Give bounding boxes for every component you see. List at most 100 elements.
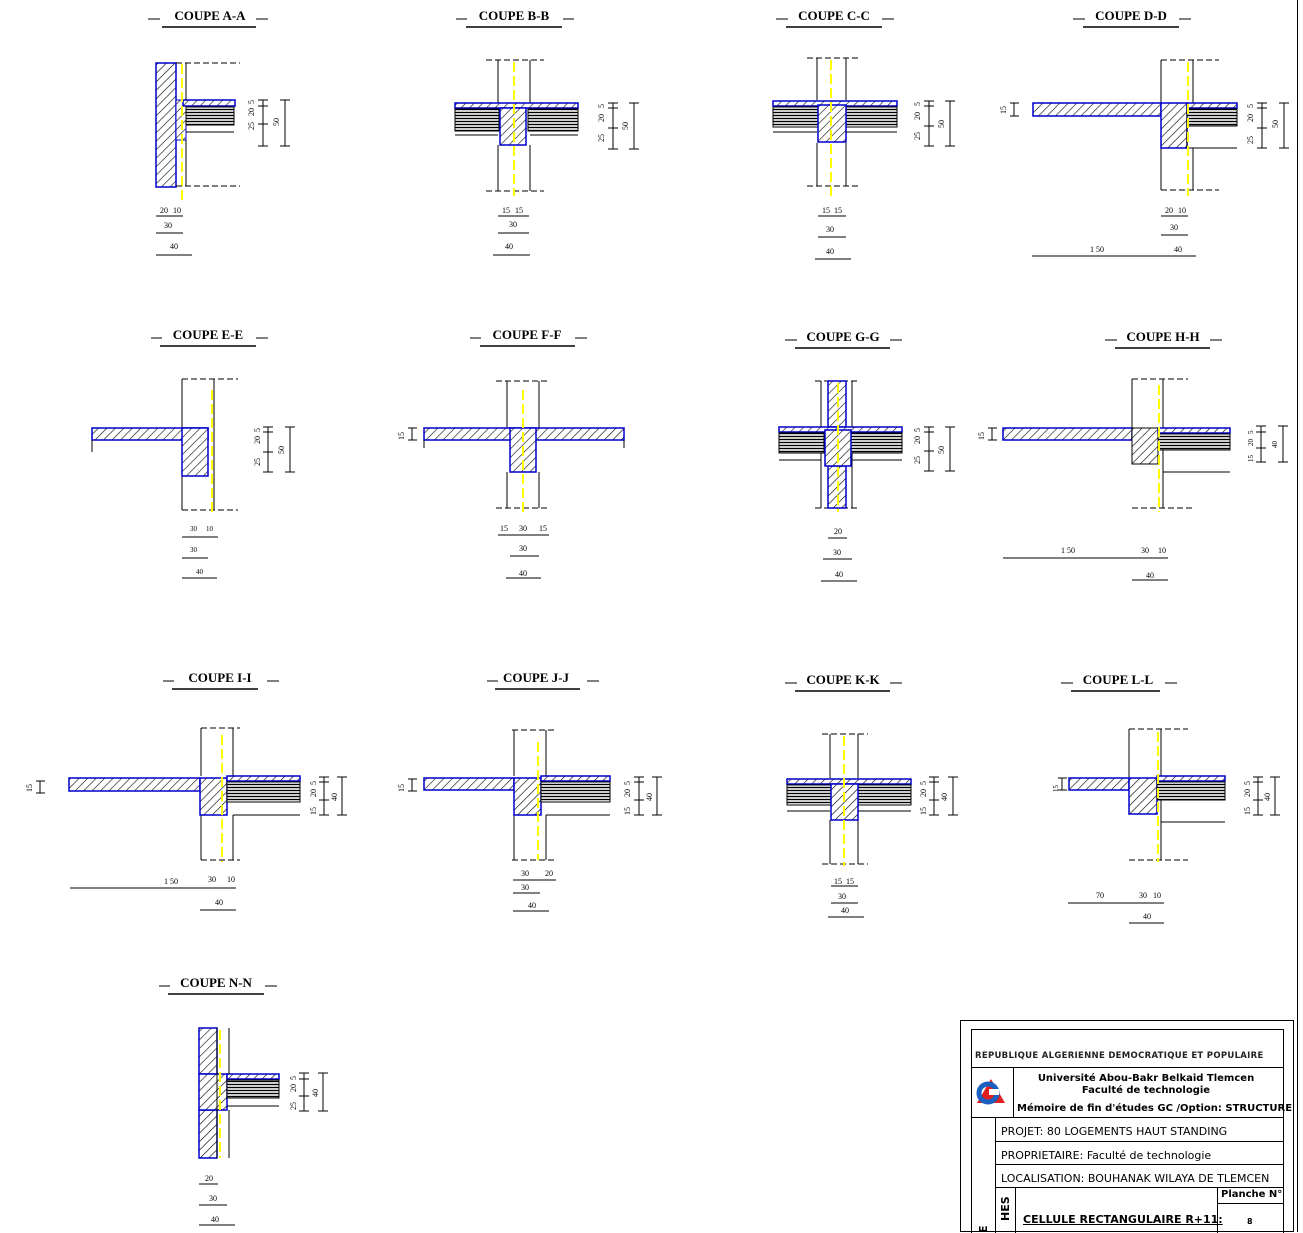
svg-text:40: 40 — [215, 898, 223, 907]
svg-text:20: 20 — [289, 1084, 298, 1092]
svg-text:15: 15 — [822, 206, 830, 215]
svg-text:20: 20 — [919, 789, 928, 797]
svg-text:10: 10 — [1178, 206, 1186, 215]
svg-text:1 50: 1 50 — [1061, 546, 1075, 555]
section-title: COUPE F-F — [493, 327, 562, 342]
svg-text:5: 5 — [1243, 781, 1252, 785]
owner-label: PROPRIETAIRE: Faculté de technologie — [1001, 1149, 1212, 1162]
svg-text:20: 20 — [1247, 439, 1255, 447]
svg-text:5: 5 — [919, 781, 928, 785]
svg-text:30: 30 — [209, 1194, 217, 1203]
sheet-border — [1297, 0, 1298, 1232]
svg-text:5: 5 — [913, 428, 922, 432]
drawing-title: CELLULE RECTANGULAIRE R+11: — [1023, 1213, 1223, 1226]
section-title: COUPE C-C — [798, 8, 870, 23]
svg-text:15: 15 — [919, 807, 928, 815]
section-title: COUPE G-G — [806, 329, 879, 344]
svg-text:20: 20 — [545, 869, 553, 878]
section-l-l: COUPE L-L 15 15 20 5 40 70 30 10 40 — [1052, 672, 1280, 924]
svg-text:5: 5 — [247, 100, 256, 104]
section-title: COUPE A-A — [174, 8, 246, 23]
svg-text:15: 15 — [1052, 785, 1060, 793]
svg-text:25: 25 — [597, 134, 606, 142]
svg-text:15: 15 — [515, 206, 523, 215]
svg-text:40: 40 — [528, 901, 536, 910]
svg-text:40: 40 — [1271, 441, 1279, 449]
svg-text:20: 20 — [205, 1174, 213, 1183]
svg-text:30: 30 — [833, 548, 841, 557]
svg-text:30: 30 — [1141, 546, 1149, 555]
svg-text:40: 40 — [211, 1215, 219, 1224]
svg-text:20: 20 — [247, 108, 256, 116]
svg-text:15: 15 — [1243, 807, 1252, 815]
svg-text:20: 20 — [1246, 114, 1255, 122]
svg-text:30: 30 — [521, 869, 529, 878]
memoir-label: Mémoire de fin d'études GC /Option: STRU… — [1017, 1103, 1293, 1114]
svg-text:15: 15 — [397, 784, 406, 792]
svg-text:1 50: 1 50 — [164, 877, 178, 886]
svg-text:20: 20 — [253, 436, 262, 444]
svg-text:5: 5 — [289, 1076, 298, 1080]
svg-text:40: 40 — [505, 242, 513, 251]
section-title: COUPE B-B — [479, 8, 550, 23]
svg-text:40: 40 — [1143, 912, 1151, 921]
svg-text:15: 15 — [999, 106, 1008, 114]
svg-text:30: 30 — [190, 546, 198, 554]
section-b-b: COUPE B-B 25 20 5 50 15 15 30 40 — [454, 8, 639, 256]
section-title: COUPE I-I — [188, 670, 251, 685]
svg-text:40: 40 — [826, 247, 834, 256]
svg-text:40: 40 — [311, 1089, 320, 1097]
svg-text:5: 5 — [1247, 430, 1255, 434]
svg-text:40: 40 — [1146, 571, 1154, 580]
section-a-a: COUPE A-A 25 20 5 50 20 10 30 40 — [148, 8, 290, 256]
svg-text:40: 40 — [519, 569, 527, 578]
svg-text:30: 30 — [190, 525, 198, 533]
section-f-f: COUPE F-F 15 15 30 15 30 40 — [397, 327, 625, 579]
svg-text:15: 15 — [502, 206, 510, 215]
svg-text:5: 5 — [913, 102, 922, 106]
svg-text:20: 20 — [913, 112, 922, 120]
svg-text:30: 30 — [1170, 223, 1178, 232]
svg-text:40: 40 — [170, 242, 178, 251]
svg-text:40: 40 — [196, 568, 204, 576]
svg-text:15: 15 — [977, 432, 986, 440]
svg-text:15: 15 — [846, 877, 854, 886]
svg-text:40: 40 — [940, 793, 949, 801]
svg-text:20: 20 — [160, 206, 168, 215]
university-name: Université Abou-Bakr Belkaid Tlemcen — [1037, 1073, 1255, 1084]
svg-text:30: 30 — [838, 892, 846, 901]
svg-text:40: 40 — [330, 793, 339, 801]
svg-text:70: 70 — [1096, 891, 1104, 900]
svg-text:50: 50 — [277, 446, 286, 454]
plan-number-label: Planche N° — [1221, 1189, 1283, 1200]
side-label-1: HES — [999, 1196, 1012, 1221]
svg-text:20: 20 — [1165, 206, 1173, 215]
section-i-i: COUPE I-I 15 15 20 5 40 1 50 30 10 40 — [25, 670, 347, 911]
svg-text:5: 5 — [1246, 104, 1255, 108]
svg-text:15: 15 — [834, 877, 842, 886]
svg-text:25: 25 — [253, 458, 262, 466]
section-h-h: COUPE H-H 15 15 20 5 40 1 50 30 10 40 — [977, 329, 1288, 581]
section-title: COUPE H-H — [1126, 329, 1199, 344]
svg-text:25: 25 — [913, 132, 922, 140]
republic-label: REPUBLIQUE ALGERIENNE DEMOCRATIQUE ET PO… — [975, 1051, 1264, 1061]
svg-text:25: 25 — [289, 1102, 298, 1110]
svg-text:40: 40 — [1174, 245, 1182, 254]
section-d-d: COUPE D-D 15 25 20 5 50 20 10 30 1 50 40 — [999, 8, 1289, 257]
section-title: COUPE K-K — [806, 672, 880, 687]
svg-text:15: 15 — [1247, 455, 1255, 463]
section-k-k: COUPE K-K 15 20 5 40 15 15 30 40 — [785, 672, 958, 918]
svg-text:25: 25 — [913, 456, 922, 464]
section-title: COUPE N-N — [180, 975, 252, 990]
svg-text:30: 30 — [519, 524, 527, 533]
svg-text:15: 15 — [500, 524, 508, 533]
svg-text:40: 40 — [835, 570, 843, 579]
section-n-n: COUPE N-N 25 20 5 40 20 30 40 — [159, 975, 328, 1226]
svg-text:30: 30 — [208, 875, 216, 884]
svg-text:30: 30 — [521, 883, 529, 892]
svg-text:50: 50 — [272, 118, 281, 126]
svg-text:25: 25 — [247, 122, 256, 130]
svg-text:25: 25 — [1246, 136, 1255, 144]
section-e-e: COUPE E-E 25 20 5 50 30 10 30 40 — [91, 327, 295, 579]
